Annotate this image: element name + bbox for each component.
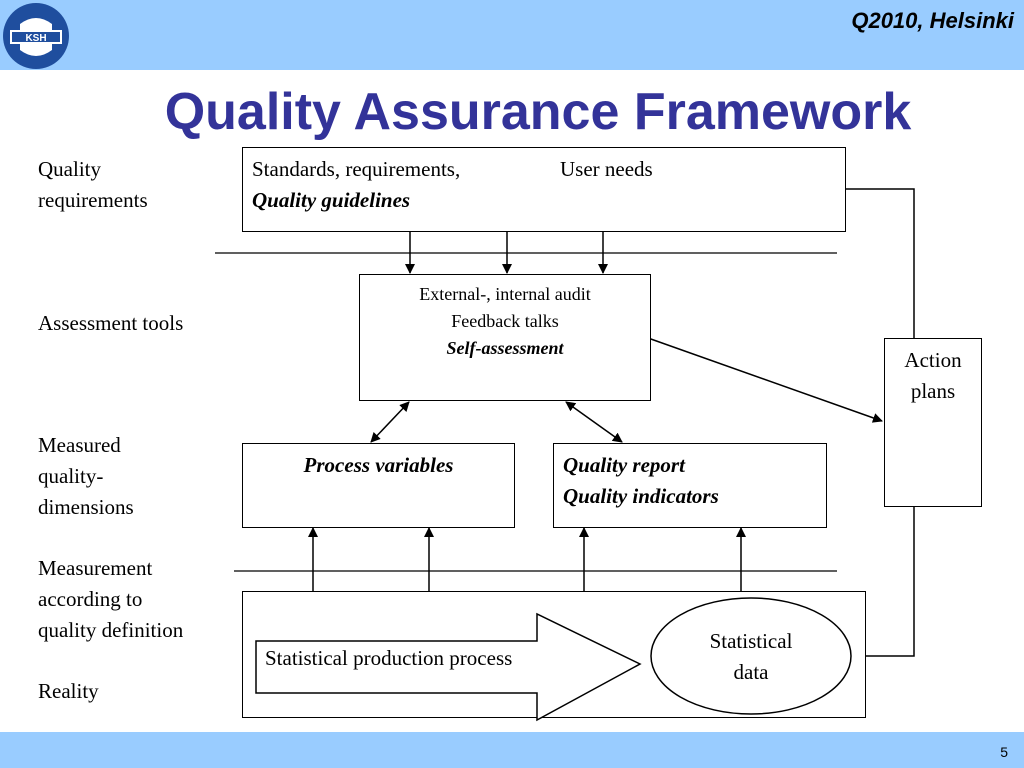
process-variables-box bbox=[242, 443, 515, 528]
action-plans-text: Action plans bbox=[904, 348, 962, 403]
process-variables-text: Process variables bbox=[303, 453, 454, 477]
ksh-logo: KSH bbox=[3, 3, 69, 69]
loop-standards-to-action-plans bbox=[846, 188, 915, 338]
label-reality: Reality bbox=[38, 679, 99, 703]
standards-box bbox=[242, 147, 846, 232]
label-measurement: Measurement according to quality definit… bbox=[38, 556, 184, 642]
page-title: Quality Assurance Framework bbox=[164, 83, 912, 141]
assessment-box bbox=[359, 274, 651, 401]
label-measured-dimensions: Measured quality- dimensions bbox=[38, 433, 134, 519]
standards-text: Standards, requirements, bbox=[252, 157, 461, 181]
statistical-process-text: Statistical production process bbox=[265, 646, 513, 670]
event-label: Q2010, Helsinki bbox=[851, 8, 1014, 33]
quality-report-box bbox=[553, 443, 827, 528]
statistical-data-text: Statistical data bbox=[709, 629, 793, 684]
loop-action-plans-to-reality bbox=[866, 507, 915, 657]
action-plans-box bbox=[884, 338, 982, 507]
quality-report-text: Quality report Quality indicators bbox=[563, 453, 719, 508]
label-assessment-tools: Assessment tools bbox=[38, 311, 184, 335]
arrow-assessment-to-action-plans bbox=[647, 337, 883, 423]
page-number: 5 bbox=[1000, 744, 1008, 760]
top-banner bbox=[0, 0, 1024, 70]
assessment-text: External-, internal audit Feedback talks… bbox=[419, 284, 591, 358]
bottom-banner bbox=[0, 732, 1024, 768]
user-needs-text: User needs bbox=[560, 157, 653, 181]
arrow-assessment-process-variables bbox=[370, 401, 410, 443]
logo-text: KSH bbox=[25, 33, 46, 44]
arrow-assessment-quality-report bbox=[565, 401, 623, 443]
label-quality-requirements: Quality requirements bbox=[38, 157, 148, 212]
quality-guidelines-text: Quality guidelines bbox=[252, 188, 411, 212]
